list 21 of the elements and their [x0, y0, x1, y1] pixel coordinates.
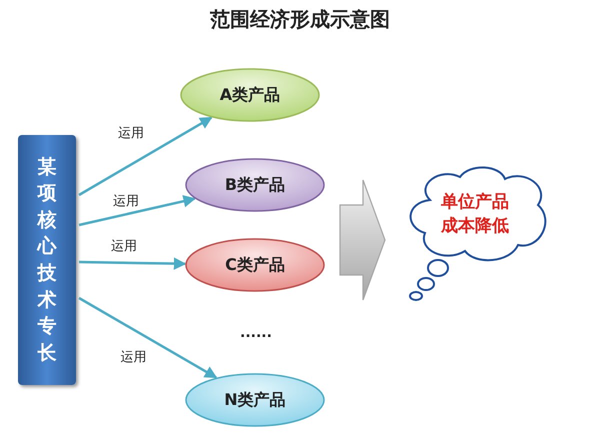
product-label: N类产品 — [224, 390, 286, 410]
edge-label: 运用 — [110, 236, 138, 255]
ellipsis-text: ...... — [240, 325, 272, 341]
diagram-title: 范围经济形成示意图 — [209, 6, 391, 33]
arrow — [78, 195, 196, 226]
product-ellipse — [185, 373, 325, 427]
product-label: C类产品 — [225, 254, 285, 276]
edge-label: 运用 — [112, 192, 140, 210]
product-label: A类产品 — [220, 84, 280, 106]
arrow — [78, 296, 218, 379]
product-ellipse — [180, 68, 320, 122]
cloud-text: 单位产品成本降低 — [440, 191, 510, 238]
skill-bar — [18, 135, 76, 385]
vertical-label: 某项核心技术专长 — [38, 154, 56, 366]
edge-label: 运用 — [120, 348, 148, 366]
arrow — [78, 257, 186, 270]
block-arrow — [339, 179, 386, 301]
product-ellipse — [185, 238, 325, 292]
product-ellipse — [185, 158, 325, 212]
product-label: B类产品 — [224, 174, 286, 196]
arrow — [78, 116, 213, 196]
